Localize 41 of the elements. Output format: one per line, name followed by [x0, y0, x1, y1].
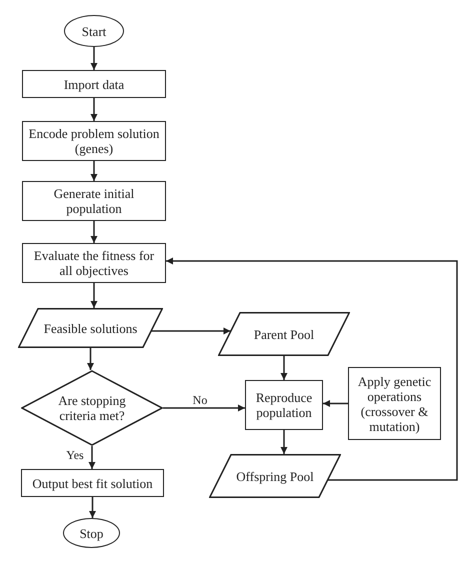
node-label: Encode problem solution (genes) [28, 126, 160, 156]
node-label: Output best fit solution [32, 476, 153, 490]
arrow [280, 356, 288, 380]
arrow [163, 404, 245, 412]
arrow [90, 98, 98, 121]
arrow [89, 497, 96, 518]
node-label: Feasible solutions [44, 320, 138, 336]
arrow [90, 283, 98, 308]
decision-diamond [21, 370, 163, 446]
arrow [90, 161, 98, 181]
node-label: Evaluate the fitness for all objectives [32, 248, 156, 278]
process-box [21, 469, 164, 497]
data-parallelogram [209, 454, 341, 498]
process-box [22, 70, 166, 98]
edge-label: Yes [65, 448, 85, 462]
node-label: Parent Pool [254, 326, 314, 342]
process-box [22, 243, 166, 283]
node-label: Are stopping criteria met? [57, 393, 127, 423]
node-label: Stop [80, 526, 104, 540]
node-label: Generate initial population [52, 186, 136, 216]
node-label: Offspring Pool [236, 468, 314, 484]
arrow [88, 446, 96, 469]
node-label: Import data [64, 76, 124, 92]
stop-terminal [63, 518, 120, 548]
arrow [152, 328, 230, 334]
arrow [90, 47, 98, 70]
process-box [22, 121, 166, 161]
arrow [90, 221, 98, 243]
edge-label: No [192, 393, 208, 407]
process-box [245, 380, 323, 430]
node-label: Reproduce population [254, 390, 314, 420]
node-label: Apply genetic operations (crossover & mutation) [356, 374, 432, 434]
arrow [323, 400, 348, 407]
process-box [348, 367, 441, 440]
arrow [280, 430, 288, 454]
arrow [166, 258, 458, 481]
arrow [87, 348, 94, 370]
data-parallelogram [18, 308, 163, 348]
data-parallelogram [218, 312, 350, 356]
node-label: Start [82, 24, 106, 38]
process-box [22, 181, 166, 221]
